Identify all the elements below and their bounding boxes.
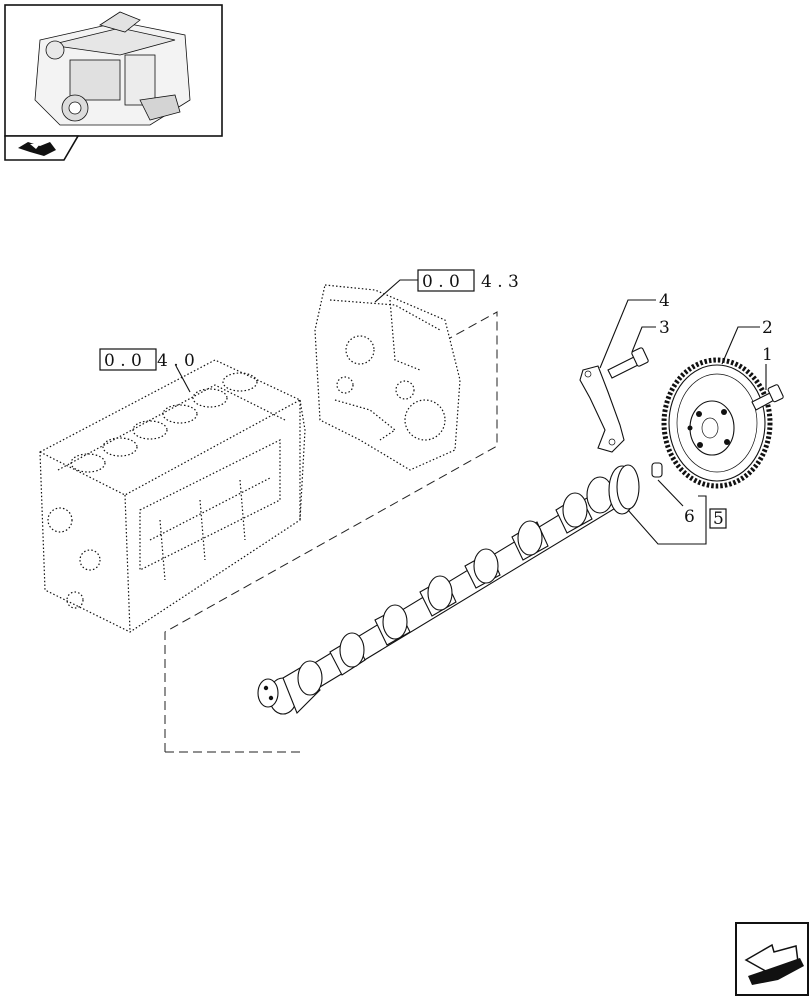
bolt-3 [607,347,649,379]
callout-number: 1 [762,345,773,365]
engine-thumbnail-icon[interactable] [4,4,223,137]
callout-number: 2 [762,318,773,338]
bolt-1 [751,384,784,411]
callout-number: 4 [659,291,670,311]
camshaft-gear [661,357,773,489]
front-cover [314,284,461,471]
ref-rest-text: 4 . 0 [157,351,195,371]
crankcase-reference[interactable]: 0 . 0 4 . 0 [99,348,195,393]
next-page-arrow-icon[interactable] [735,922,809,996]
section-tab-icon[interactable] [4,135,80,161]
callout-5[interactable]: 5 [709,508,727,529]
ref-boxed-text: 0 . 0 [104,351,142,371]
callout-2[interactable]: 2 [721,318,773,365]
callout-number: 6 [684,507,695,527]
bracket [579,365,625,453]
dowel-pin [651,462,663,478]
callout-6[interactable]: 6 [627,479,707,545]
ref-boxed-text: 0 . 0 [422,272,460,292]
cover-reference[interactable]: 0 . 0 4 . 3 [374,269,519,303]
callout-3[interactable]: 3 [631,318,670,353]
camshaft [257,464,640,715]
callout-4[interactable]: 4 [599,291,670,369]
callout-1[interactable]: 1 [762,345,773,390]
crankcase-block [39,359,306,633]
callout-number: 5 [713,509,724,529]
callout-number: 3 [659,318,670,338]
assembly-dashed-outline [164,311,498,753]
ref-rest-text: 4 . 3 [481,272,519,292]
